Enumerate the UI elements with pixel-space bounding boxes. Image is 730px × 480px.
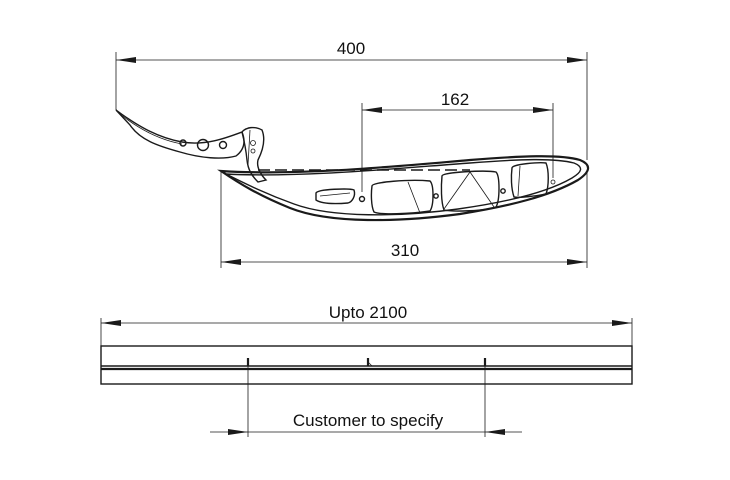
dimension-length-label: Upto 2100 [329, 303, 407, 322]
dimension-400-label: 400 [337, 39, 365, 58]
dimension-length: Upto 2100 [100, 303, 633, 346]
tail-bracket [115, 109, 268, 183]
dimension-310: 310 [220, 170, 588, 268]
dimension-310-label: 310 [391, 241, 419, 260]
dimension-162-label: 162 [441, 90, 469, 109]
extrusion-plan-view: Upto 2100 Customer to specify [100, 303, 633, 437]
airfoil-profile [217, 155, 590, 222]
dimension-bracket-spacing-label: Customer to specify [293, 411, 444, 430]
dimension-bracket-spacing: Customer to specify [210, 366, 522, 437]
airfoil-section-view: 400 162 310 [115, 39, 590, 268]
dimension-400: 400 [115, 39, 588, 160]
extrusion-body [100, 345, 633, 385]
dimension-162: 162 [361, 90, 554, 192]
